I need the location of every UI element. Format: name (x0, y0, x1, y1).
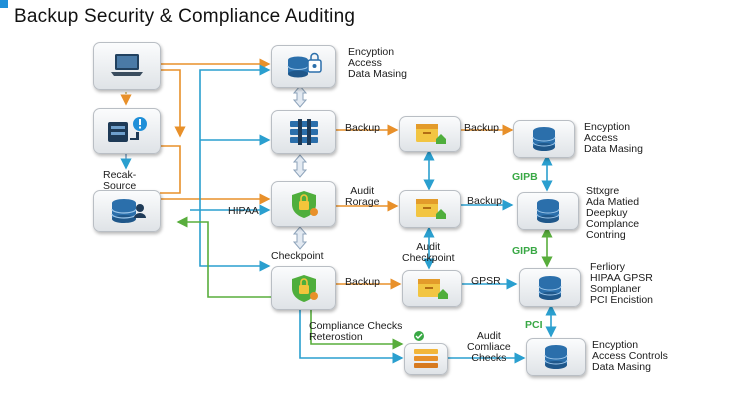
workstation-node[interactable] (93, 42, 161, 90)
gipb-badge-2: GIPB (512, 245, 538, 257)
flow-blue-to-checkpoint (199, 210, 271, 272)
double-arrow-2 (292, 154, 308, 178)
flow-laptop-down (160, 69, 186, 138)
check-badge-icon (414, 331, 424, 341)
pci-badge: PCI (525, 319, 543, 331)
source-label: Recak-Source (103, 169, 137, 192)
backup-label-1: Backup (345, 122, 381, 134)
audit-archive-node[interactable] (399, 190, 461, 228)
archive-lock-icon (418, 278, 448, 299)
database-icon (536, 199, 560, 223)
double-arrow-3 (292, 226, 308, 250)
corner-accent (0, 0, 8, 8)
gipb-badge-1: GIPB (512, 171, 538, 183)
hipaa-label: HIPAA (228, 205, 259, 217)
database-3-node[interactable] (519, 268, 581, 307)
flow-checks-to-stack (299, 308, 404, 364)
page-title: Backup Security & Compliance Auditing (14, 6, 356, 27)
database-4-node[interactable] (526, 338, 586, 376)
source-database-node[interactable] (93, 190, 161, 232)
double-arrow-1 (292, 85, 308, 108)
database-icon (532, 127, 556, 151)
server-policy-node[interactable] (93, 108, 161, 154)
stack-icon (414, 349, 438, 368)
backup-label-4: Backup (345, 276, 381, 288)
shield-lock-icon (291, 191, 318, 218)
database-1-node[interactable] (513, 120, 575, 158)
database-icon (538, 275, 562, 300)
hub-node[interactable] (271, 110, 336, 154)
backup-archive-1-node[interactable] (399, 116, 461, 152)
server-info-icon (108, 117, 147, 142)
compliance-stack-node[interactable] (404, 343, 448, 375)
checkpoint-shield-node[interactable] (271, 266, 336, 310)
database-icon (544, 345, 568, 369)
database-2-node[interactable] (517, 192, 579, 230)
database-user-icon (111, 199, 146, 223)
shield-lock-icon (291, 275, 318, 302)
backup-label-2: Backup (464, 122, 500, 134)
backup-label-3: Backup (467, 195, 503, 207)
flow-checks-to-stack-green (310, 308, 404, 350)
checkpoint-label: Checkpoint (271, 250, 324, 262)
hipaa-shield-node[interactable] (271, 181, 336, 227)
flow-green-return (176, 216, 272, 298)
flow-server-to-hipaa (160, 145, 181, 194)
archive-lock-icon (416, 199, 446, 219)
gpsr-label: GPSR (471, 275, 501, 287)
archive-lock-icon (416, 124, 446, 144)
database-lock-icon (287, 52, 322, 77)
backup-archive-2-node[interactable] (402, 270, 462, 307)
network-hub-icon (289, 119, 318, 145)
laptop-icon (111, 54, 143, 76)
encryption-vault-node[interactable] (271, 45, 336, 88)
